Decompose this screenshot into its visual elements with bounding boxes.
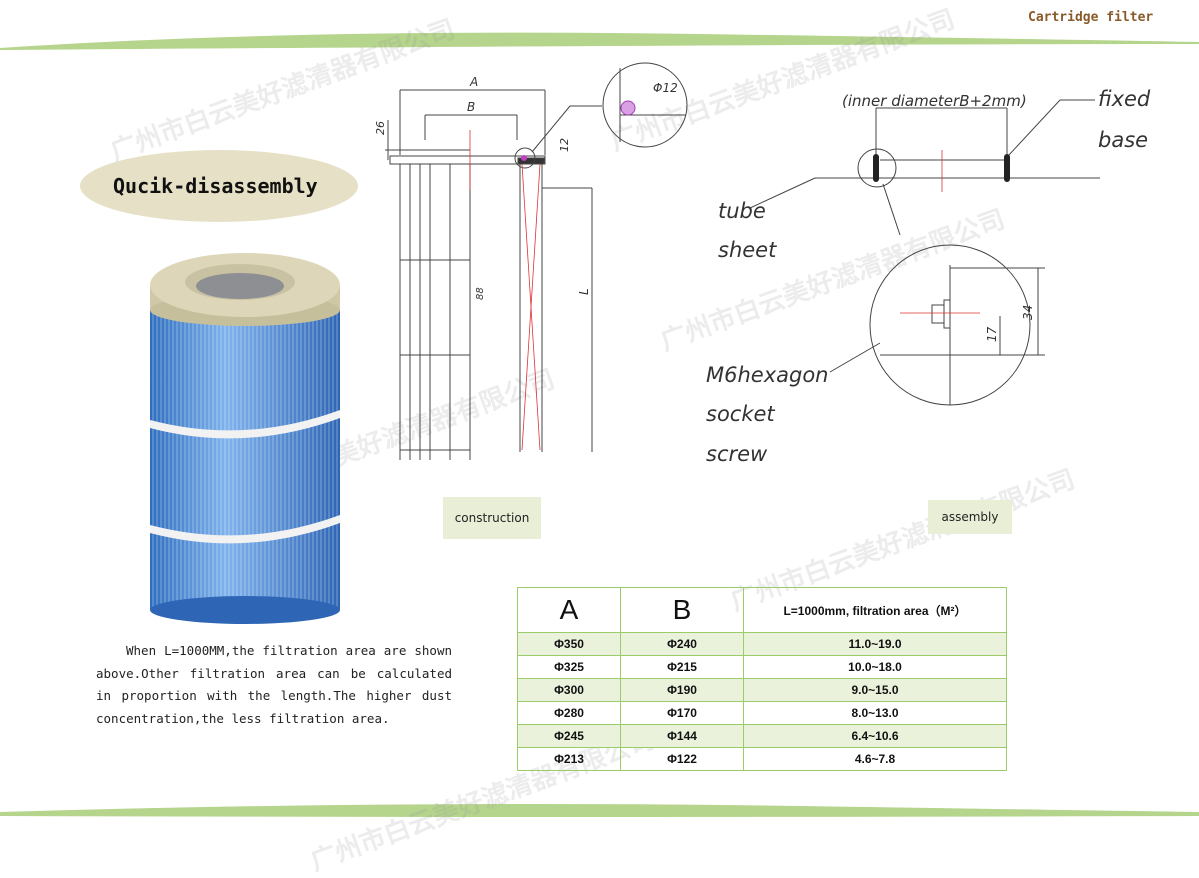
quick-disassembly-label: Qucik-disassembly bbox=[113, 174, 318, 198]
description-text: When L=1000MM,the filtration area are sh… bbox=[96, 643, 452, 726]
dim-center-label: 88 bbox=[475, 287, 486, 300]
dim-12-label: 12 bbox=[558, 138, 571, 152]
fixed-label: fixed bbox=[1098, 87, 1151, 111]
construction-caption: construction bbox=[443, 497, 541, 539]
cartridge-filter-image bbox=[150, 253, 340, 624]
cell-area: 4.6~7.8 bbox=[743, 747, 1007, 771]
cell-a: Φ280 bbox=[517, 701, 621, 725]
sheet-label: sheet bbox=[718, 238, 777, 262]
assembly-drawing: (inner diameterB+2mm) fixed base tube sh… bbox=[706, 87, 1151, 466]
cell-area: 8.0~13.0 bbox=[743, 701, 1007, 725]
header-b: B bbox=[620, 587, 744, 633]
cell-area: 9.0~15.0 bbox=[743, 678, 1007, 702]
cell-a: Φ350 bbox=[517, 632, 621, 656]
screw-label-1: M6hexagon bbox=[706, 363, 829, 387]
cell-a: Φ325 bbox=[517, 655, 621, 679]
table-header-row: A B L=1000mm, filtration area（M²） bbox=[517, 587, 1007, 633]
cell-area: 11.0~19.0 bbox=[743, 632, 1007, 656]
cell-a: Φ300 bbox=[517, 678, 621, 702]
cell-a: Φ213 bbox=[517, 747, 621, 771]
screw-label-3: screw bbox=[706, 442, 768, 466]
quick-disassembly-badge bbox=[80, 150, 358, 222]
header-a: A bbox=[517, 587, 621, 633]
cell-b: Φ240 bbox=[620, 632, 744, 656]
page-title: Cartridge filter bbox=[1028, 10, 1154, 25]
cell-area: 6.4~10.6 bbox=[743, 724, 1007, 748]
screw-label-2: socket bbox=[706, 402, 775, 426]
base-label: base bbox=[1098, 128, 1148, 152]
dim-17-label: 17 bbox=[985, 326, 999, 342]
cell-b: Φ144 bbox=[620, 724, 744, 748]
decorative-bands bbox=[0, 32, 1199, 817]
cell-b: Φ122 bbox=[620, 747, 744, 771]
dim-26-label: 26 bbox=[374, 121, 387, 135]
dim-b-label: B bbox=[467, 100, 475, 114]
cell-area: 10.0~18.0 bbox=[743, 655, 1007, 679]
dim-a-label: A bbox=[469, 75, 478, 89]
cell-a: Φ245 bbox=[517, 724, 621, 748]
assembly-caption: assembly bbox=[928, 500, 1012, 534]
dim-phi12-label: Φ12 bbox=[653, 81, 678, 95]
dim-34-label: 34 bbox=[1021, 305, 1035, 320]
dim-l-label: L bbox=[577, 288, 591, 295]
cell-b: Φ215 bbox=[620, 655, 744, 679]
cell-b: Φ170 bbox=[620, 701, 744, 725]
header-area: L=1000mm, filtration area（M²） bbox=[743, 587, 1007, 633]
inner-diameter-label: (inner diameterB+2mm) bbox=[842, 92, 1027, 110]
tube-label: tube bbox=[718, 199, 766, 223]
cell-b: Φ190 bbox=[620, 678, 744, 702]
construction-drawing: A B 26 12 Φ12 L 88 bbox=[374, 62, 688, 460]
